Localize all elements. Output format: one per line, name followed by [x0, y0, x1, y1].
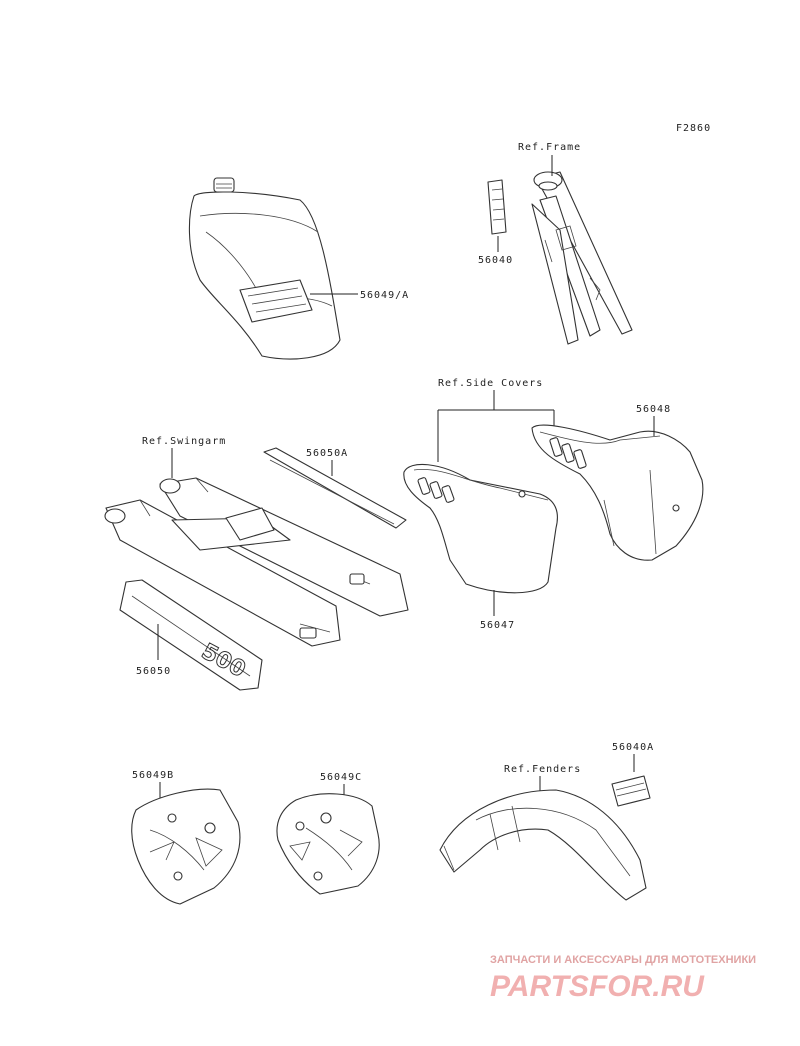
- shroud-decal-56049b: [131, 788, 241, 905]
- label-ref-fenders: Ref.Fenders: [504, 764, 581, 775]
- label-56040a: 56040A: [612, 742, 654, 753]
- label-56049c: 56049C: [320, 772, 362, 783]
- label-ref-frame: Ref.Frame: [518, 142, 581, 153]
- label-56047: 56047: [480, 620, 515, 631]
- watermark-brand: PARTSFOR.RU: [490, 970, 705, 1003]
- decal-56040a: [611, 775, 651, 807]
- leader-ref-side-covers: [437, 390, 555, 462]
- swingarm-illustration: [104, 477, 409, 647]
- decal-56040: [487, 179, 507, 235]
- fuel-tank-illustration: [188, 177, 341, 360]
- decal-56050a: [263, 447, 407, 529]
- side-cover-56047: [403, 463, 558, 594]
- side-cover-56048: [531, 424, 704, 561]
- watermark-tagline: ЗАПЧАСТИ И АКСЕССУАРЫ ДЛЯ МОТОТЕХНИКИ: [490, 954, 756, 966]
- label-56048: 56048: [636, 404, 671, 415]
- figure-code: F2860: [676, 123, 711, 134]
- label-56050: 56050: [136, 666, 171, 677]
- frame-illustration: [531, 171, 633, 345]
- label-56050a: 56050A: [306, 448, 348, 459]
- fender-illustration: [439, 789, 647, 901]
- label-ref-side-covers: Ref.Side Covers: [438, 378, 543, 389]
- label-56049b: 56049B: [132, 770, 174, 781]
- label-ref-swingarm: Ref.Swingarm: [142, 436, 226, 447]
- label-56049a: 56049/A: [360, 290, 409, 301]
- label-56040: 56040: [478, 255, 513, 266]
- shroud-decal-56049c: [276, 793, 380, 895]
